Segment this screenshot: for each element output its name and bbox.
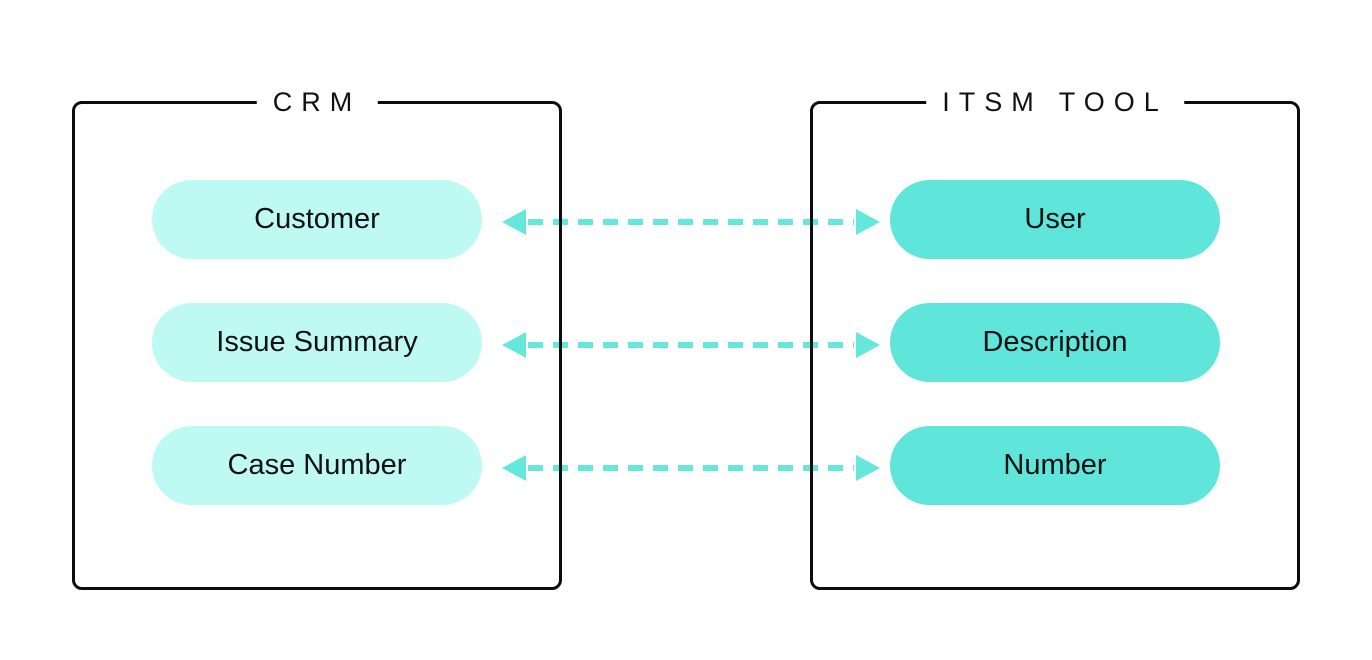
arrowhead-left-icon: [502, 455, 526, 481]
arrowhead-right-icon: [856, 332, 880, 358]
crm-box-title: CRM: [256, 87, 378, 118]
itsm-field-user: User: [890, 180, 1220, 259]
arrowhead-right-icon: [856, 209, 880, 235]
crm-field-customer: Customer: [152, 180, 482, 259]
mapping-arrow-casenumber-number: [502, 455, 880, 481]
arrowhead-left-icon: [502, 332, 526, 358]
crm-group-box: CRM Customer Issue Summary Case Number: [72, 87, 562, 590]
itsm-box-title: ITSM TOOL: [926, 87, 1184, 118]
itsm-field-list: User Description Number: [813, 104, 1297, 505]
crm-field-case-number: Case Number: [152, 426, 482, 505]
arrowhead-right-icon: [856, 455, 880, 481]
itsm-group-box: ITSM TOOL User Description Number: [810, 87, 1300, 590]
itsm-field-number: Number: [890, 426, 1220, 505]
itsm-field-description: Description: [890, 303, 1220, 382]
crm-field-issue-summary: Issue Summary: [152, 303, 482, 382]
mapping-arrow-issuesummary-description: [502, 332, 880, 358]
crm-field-list: Customer Issue Summary Case Number: [75, 104, 559, 505]
mapping-arrow-customer-user: [502, 209, 880, 235]
arrowhead-left-icon: [502, 209, 526, 235]
